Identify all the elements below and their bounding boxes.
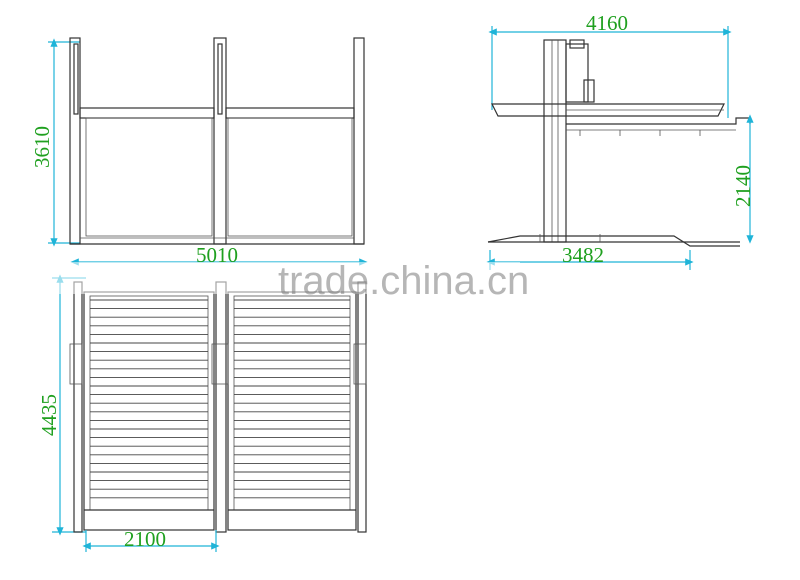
top-view: 4435 2100 <box>37 274 367 552</box>
top-depth-label: 4435 <box>37 394 61 436</box>
side-length-label: 4160 <box>586 11 628 35</box>
left-bay-slats <box>90 299 208 499</box>
top-bay-width-label: 2100 <box>124 527 166 551</box>
side-platform-height-label: 2140 <box>731 165 755 207</box>
right-bay-slats <box>234 299 350 499</box>
front-view: 3610 5010 <box>30 37 368 267</box>
side-view: 4160 2140 3482 <box>486 11 755 270</box>
watermark: trade.china.cn <box>278 259 529 303</box>
side-base-label: 3482 <box>562 243 604 267</box>
front-height-label: 3610 <box>30 126 54 168</box>
watermark-band <box>40 262 520 294</box>
